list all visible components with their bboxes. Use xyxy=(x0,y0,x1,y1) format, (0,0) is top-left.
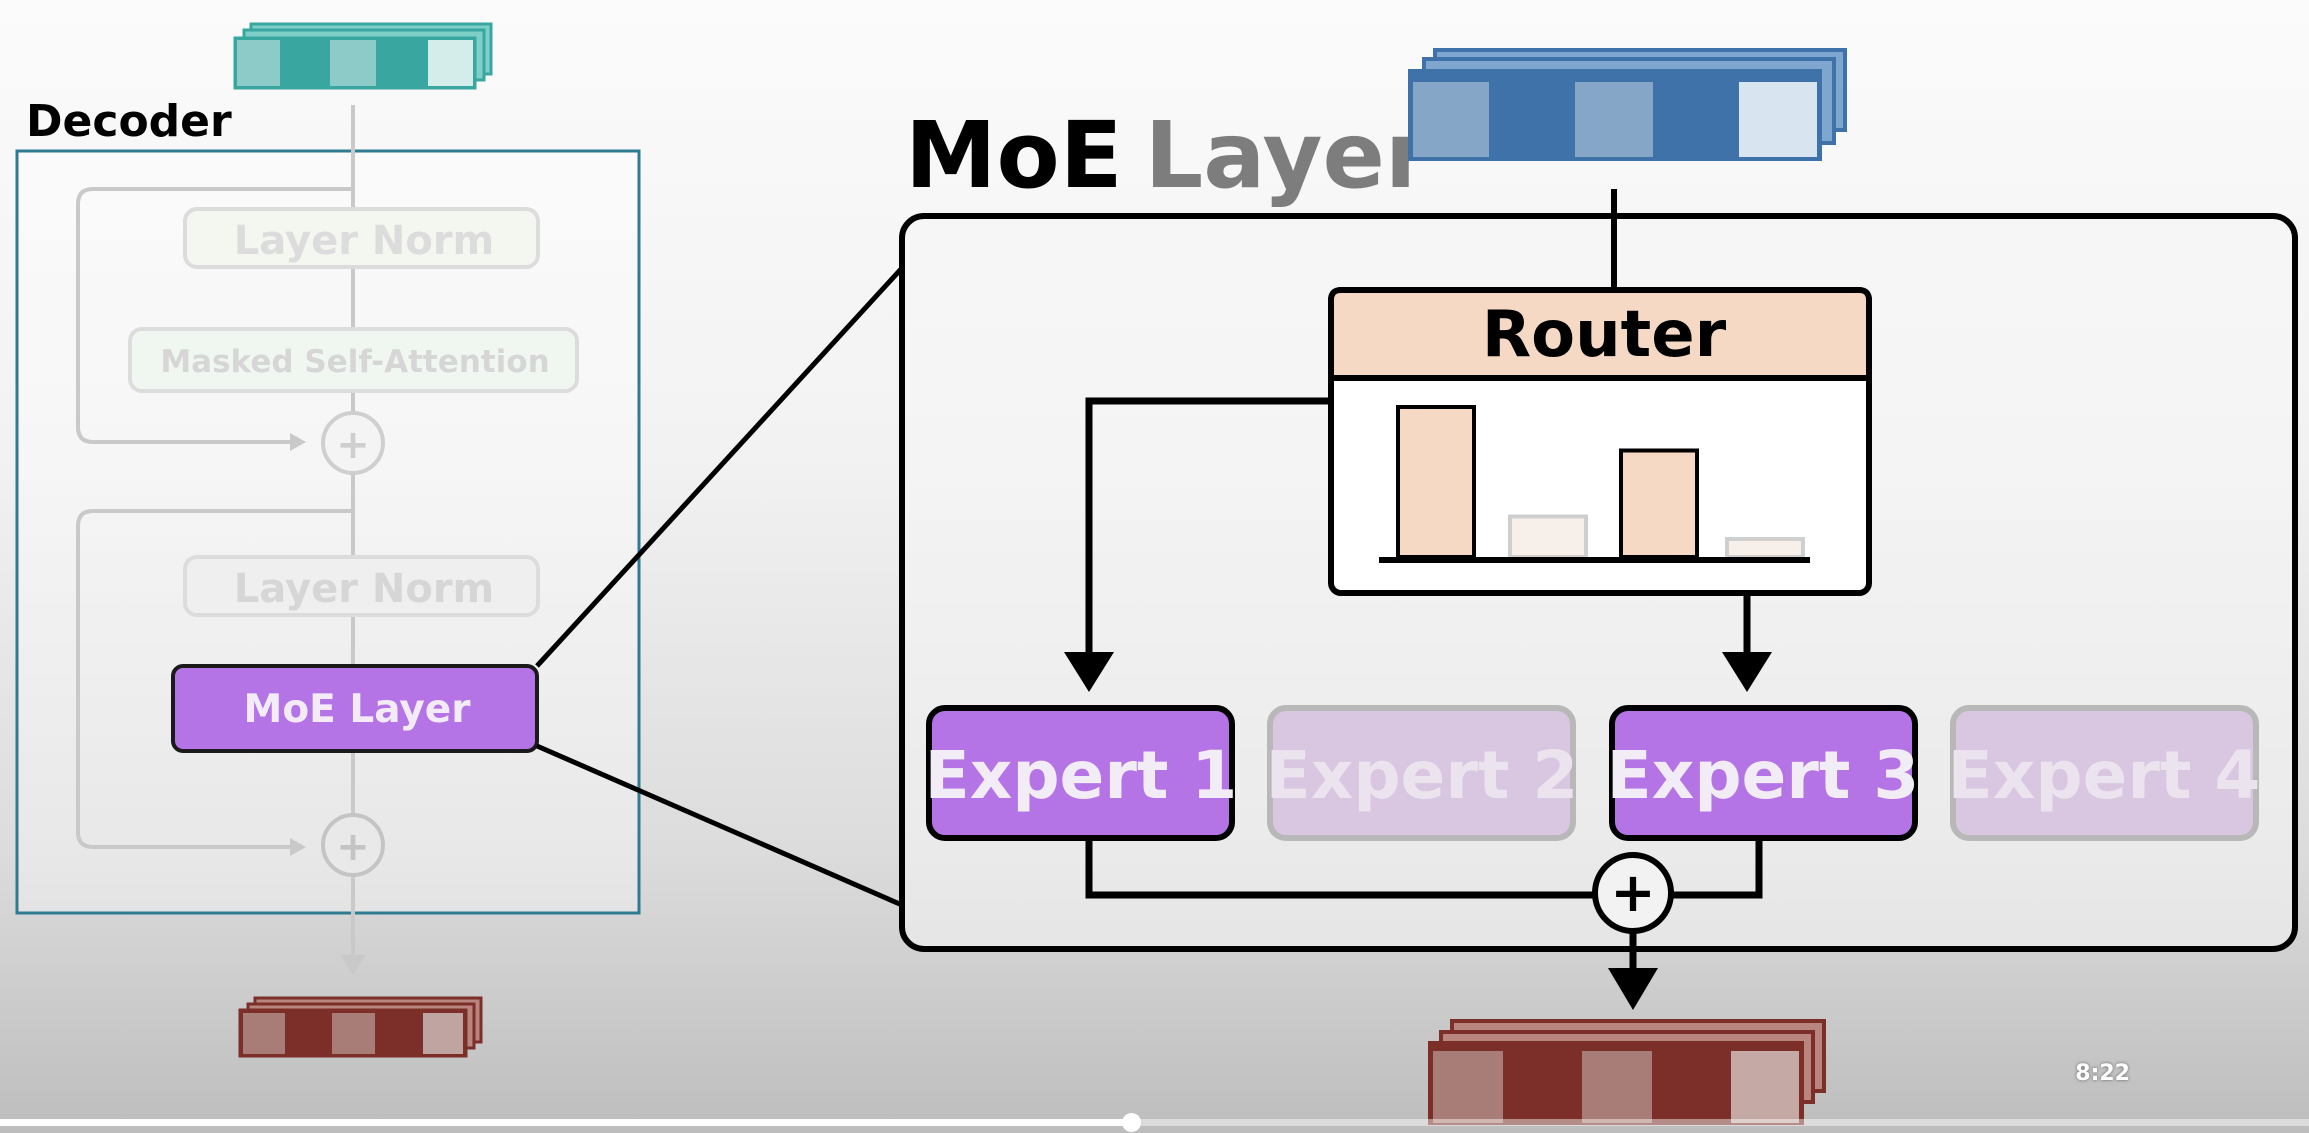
expert-3: Expert 3 xyxy=(1607,705,1920,841)
decoder-moe-layer-box xyxy=(171,664,539,753)
decoder-title: Decoder xyxy=(26,96,232,147)
moe-input-token-stack xyxy=(1408,48,1847,161)
masked-self-attention-box xyxy=(128,327,579,393)
expert-3-to-sum-line xyxy=(1671,838,1763,899)
video-timestamp: 8:22 xyxy=(2075,1061,2130,1086)
zoom-line-top xyxy=(535,266,904,668)
expert-1-label: Expert 1 xyxy=(925,737,1238,814)
router-bar-1 xyxy=(1396,405,1476,559)
decoder-add-2 xyxy=(321,813,385,877)
sum-to-output-arrowhead xyxy=(1608,968,1658,1010)
expert-2-label: Expert 2 xyxy=(1266,737,1579,814)
expert-1-to-sum-line xyxy=(1085,838,1595,899)
layer-norm-1-box xyxy=(183,207,540,269)
decoder-moe-layer-label: MoE Layer xyxy=(244,687,472,732)
route-to-expert-1 xyxy=(1085,397,1331,660)
masked-self-attention-label: Masked Self-Attention xyxy=(160,344,549,380)
expert-3-label: Expert 3 xyxy=(1607,737,1920,814)
moe-title-part2: Layer xyxy=(1145,102,1431,209)
expert-1: Expert 1 xyxy=(925,705,1238,841)
experts-group: Expert 1 Expert 2 Expert 3 Expert 4 xyxy=(925,705,2261,841)
layer-norm-2-box xyxy=(183,555,540,617)
moe-title-part1: MoE xyxy=(905,102,1123,209)
expert-4-label: Expert 4 xyxy=(1948,737,2261,814)
video-progress-fill xyxy=(0,1119,1132,1126)
router-bar-3 xyxy=(1619,448,1699,559)
decoder-input-token-stack xyxy=(233,22,493,90)
expert-4: Expert 4 xyxy=(1948,705,2261,841)
route-to-expert-1-arrowhead xyxy=(1064,652,1114,692)
layer-norm-2-label: Layer Norm xyxy=(234,566,494,612)
router-bar-2 xyxy=(1508,514,1588,559)
video-progress-bar[interactable] xyxy=(0,1113,2309,1132)
router-bar-4 xyxy=(1725,537,1805,559)
router-label: Router xyxy=(1482,298,1727,372)
decoder-add-2-symbol: + xyxy=(336,824,370,870)
video-progress-handle[interactable] xyxy=(1122,1113,1142,1132)
moe-sum-symbol: + xyxy=(1610,861,1655,924)
router-header xyxy=(1328,287,1872,381)
moe-output-token-stack xyxy=(1428,1019,1826,1125)
decoder-add-1 xyxy=(321,411,385,475)
expert-2: Expert 2 xyxy=(1266,705,1579,841)
decoder-box xyxy=(15,149,641,915)
layer-norm-1-label: Layer Norm xyxy=(234,218,494,264)
decoder-output-token-stack xyxy=(238,996,483,1058)
decoder-arrowheads xyxy=(290,433,366,975)
decoder-add-1-symbol: + xyxy=(336,422,370,468)
router-probability-chart xyxy=(1396,405,1805,559)
zoom-line-bottom xyxy=(536,743,903,908)
route-to-expert-3-arrowhead xyxy=(1722,652,1772,692)
